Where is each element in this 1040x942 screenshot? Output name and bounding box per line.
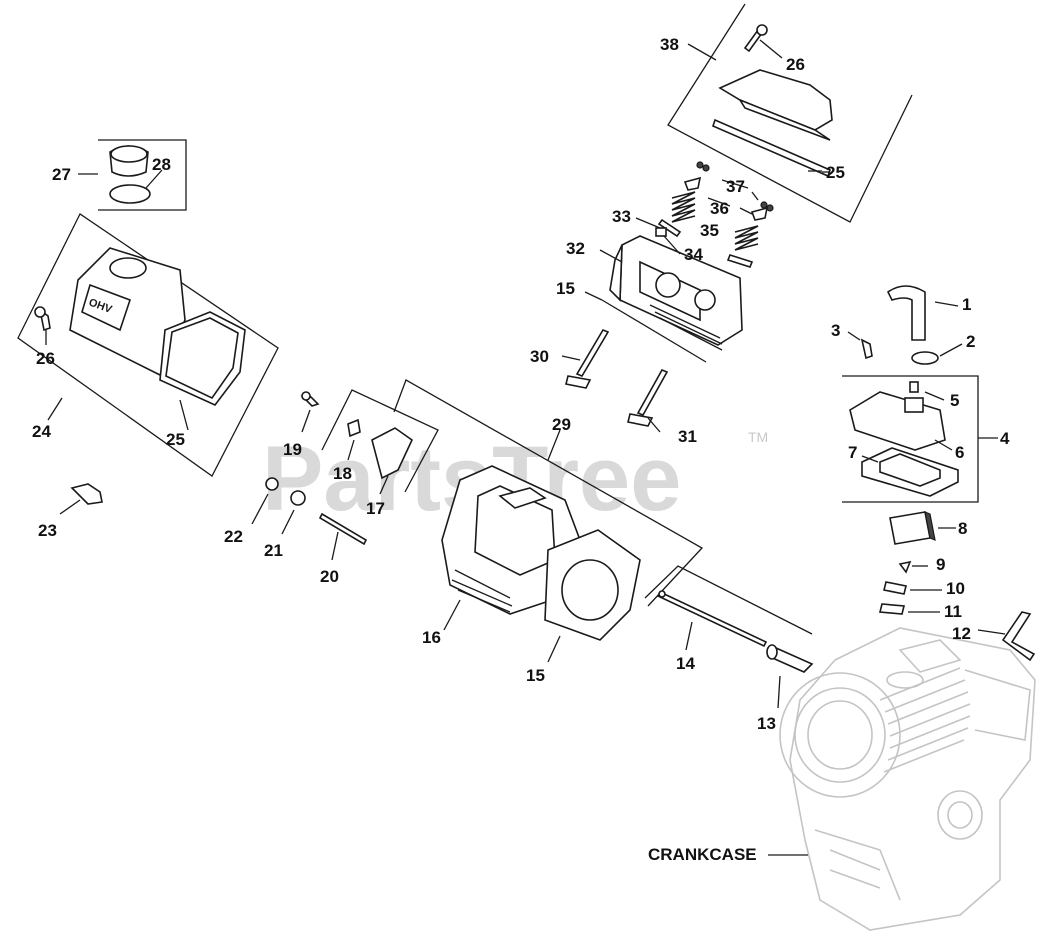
cylinder-head-assembly-29 (393, 379, 768, 663)
callout-2: 2 (966, 332, 975, 351)
callout-5: 5 (950, 391, 959, 410)
callout-7: 7 (848, 443, 857, 462)
callout-25b: 25 (826, 163, 845, 182)
callout-15a: 15 (556, 279, 575, 298)
callout-1: 1 (962, 295, 971, 314)
callout-27: 27 (52, 165, 71, 184)
callout-36: 36 (710, 199, 729, 218)
callout-26b: 26 (786, 55, 805, 74)
valve-spring-parts (655, 161, 774, 268)
callout-34: 34 (684, 245, 703, 264)
callout-16: 16 (422, 628, 441, 647)
callout-26a: 26 (36, 349, 55, 368)
callout-15b: 15 (526, 666, 545, 685)
callout-14: 14 (676, 654, 695, 673)
callout-9: 9 (936, 555, 945, 574)
callout-28: 28 (152, 155, 171, 174)
callout-3: 3 (831, 321, 840, 340)
callout-29: 29 (552, 415, 571, 434)
callout-37: 37 (726, 177, 745, 196)
crankcase-illustration (779, 627, 1036, 931)
callout-20: 20 (320, 567, 339, 586)
callout-23: 23 (38, 521, 57, 540)
callout-18: 18 (333, 464, 352, 483)
valve-cover-group-38 (667, 3, 913, 223)
tappet-13 (644, 565, 814, 709)
cylinder-head-32 (584, 235, 743, 363)
callout-12: 12 (952, 624, 971, 643)
valve-cover-group-24: OHV (17, 213, 279, 477)
extra-leaders (599, 217, 681, 263)
callout-numbers: 1 2 3 4 5 6 7 8 9 10 11 12 13 14 15 15 1… (32, 35, 1010, 733)
callout-8: 8 (958, 519, 967, 538)
valve-31 (627, 368, 669, 433)
callout-19: 19 (283, 440, 302, 459)
callout-38: 38 (660, 35, 679, 54)
callout-32: 32 (566, 239, 585, 258)
callout-10: 10 (946, 579, 965, 598)
callout-25a: 25 (166, 430, 185, 449)
callout-35: 35 (700, 221, 719, 240)
callout-17: 17 (366, 499, 385, 518)
trademark: TM (748, 429, 768, 445)
callout-22: 22 (224, 527, 243, 546)
crankcase-label: CRANKCASE (648, 845, 757, 864)
bracket-23 (59, 483, 103, 515)
valve-30 (561, 329, 610, 389)
breather-small-parts (878, 511, 1036, 662)
callout-11: 11 (944, 602, 962, 621)
callout-6: 6 (955, 443, 964, 462)
callout-24: 24 (32, 422, 51, 441)
callout-4: 4 (1000, 429, 1010, 448)
breather-assembly-4 (842, 285, 998, 503)
callout-33: 33 (612, 207, 631, 226)
oil-cap-group-27 (78, 139, 187, 211)
callout-31: 31 (678, 427, 697, 446)
rocker-studs-nuts (251, 391, 368, 561)
callout-21: 21 (264, 541, 283, 560)
callout-13: 13 (757, 714, 776, 733)
callout-30: 30 (530, 347, 549, 366)
